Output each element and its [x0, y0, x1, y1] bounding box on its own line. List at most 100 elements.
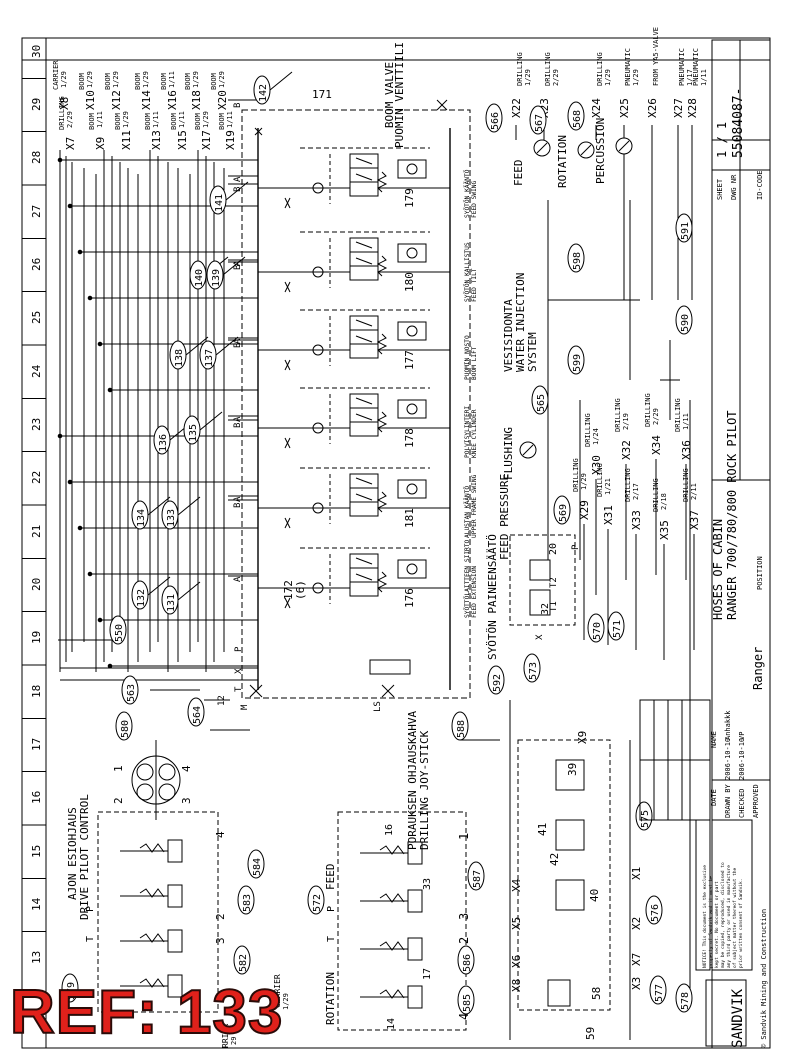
- position-label: POSITION: [756, 556, 764, 590]
- port-a: A: [233, 176, 243, 182]
- relief-valve-sub: (6): [294, 580, 307, 600]
- leader-line: [177, 496, 201, 516]
- throttle-mark: [284, 197, 291, 209]
- joy-p: P: [326, 906, 337, 912]
- connector-page: 1/29: [60, 71, 68, 88]
- sheet-value: 1 / 1: [715, 122, 729, 158]
- valve-58: 58: [590, 987, 603, 1000]
- hose-141-tag: [209, 185, 227, 215]
- leader-line: [147, 496, 171, 516]
- selector-3: 3: [180, 797, 193, 804]
- hose-575-number: 575: [640, 810, 651, 828]
- gauge-hose-number: 568: [572, 110, 583, 128]
- hose-550-tag: [109, 615, 127, 645]
- spool-arrow: [355, 241, 373, 249]
- hose-576-number: 576: [650, 904, 661, 922]
- hose-135-number: 135: [188, 424, 199, 442]
- connector-id: X17: [200, 130, 213, 150]
- section-label-en: UPPER FRAME SWING: [471, 474, 478, 538]
- section-label-fi: SYÖTÖN KÄÄNTÖ: [462, 169, 471, 218]
- hose-580-tag: [115, 711, 133, 741]
- connector-destination: CARRIER: [52, 60, 60, 90]
- gauge-label: FEED: [512, 160, 525, 187]
- connector-destination: PNEUMATIC: [678, 48, 686, 86]
- junction-dot: [87, 571, 93, 577]
- hose-139-tag: [206, 260, 224, 290]
- dwg-label: DWG NR: [730, 174, 738, 200]
- connector-id: X35: [658, 520, 671, 540]
- part-20: 20: [548, 543, 559, 555]
- product-name: Ranger: [751, 647, 765, 690]
- gauge-needle: [580, 144, 592, 156]
- pilot-valve-icon: [407, 889, 423, 913]
- hose-138-number: 138: [174, 349, 185, 367]
- joy-4: 4: [457, 1013, 471, 1020]
- spool-arrow: [355, 335, 373, 343]
- joy-14: 14: [386, 1018, 397, 1030]
- notice-line: kept secret. No document or part: [714, 881, 720, 968]
- hose-582-tag: [233, 945, 251, 975]
- throttle-mark: [284, 281, 291, 293]
- port-a: A: [233, 496, 243, 502]
- hose-591-number: 591: [680, 222, 691, 240]
- leader-line: [185, 336, 209, 356]
- gauge-hose-number: 567: [534, 114, 545, 132]
- gauge-needle: [536, 142, 548, 154]
- connector-id: X10: [84, 90, 97, 110]
- hose-550-number: 550: [114, 624, 125, 642]
- section-label-fi: PUOMIN NOSTO: [464, 335, 471, 380]
- connector-id: X32: [620, 440, 633, 460]
- connector-destination: PNEUMATIC: [624, 48, 632, 86]
- hose-572-tag: [307, 885, 325, 915]
- notice-line: may be copied, reproduced, disclosed to: [720, 862, 726, 968]
- port-a: A: [233, 260, 243, 266]
- hose-587-tag: [467, 861, 485, 891]
- drilling-joystick-fi: PORAUKSEN OHJAUSKAHVA: [406, 711, 419, 850]
- shuttle-valve-icon: [397, 243, 427, 263]
- connector-destination: DRILLING: [572, 458, 580, 492]
- spool-arrow: [355, 413, 373, 421]
- connector-id: X37: [688, 510, 701, 530]
- leader-line: [199, 411, 223, 431]
- hose-591-tag: [675, 213, 693, 243]
- joy-33: 33: [422, 878, 433, 890]
- cabin-connector: X3: [630, 977, 643, 990]
- connector-id: X31: [602, 505, 615, 525]
- hose-133-number: 133: [166, 509, 177, 527]
- x-mark: [254, 127, 263, 136]
- throttle-mark: [284, 517, 291, 529]
- drive-p: P: [85, 906, 96, 912]
- connector-page: 1/24: [592, 428, 600, 445]
- port-x: X: [234, 668, 244, 674]
- connector-destination: DRILLING: [652, 478, 660, 512]
- cabin-connector: X7: [630, 953, 643, 966]
- connector-id: X8: [58, 97, 71, 110]
- hose-598-tag: [567, 243, 585, 273]
- spring-icon: [376, 171, 388, 193]
- grid-number: 23: [30, 418, 43, 431]
- connector-page: 1/11: [682, 413, 690, 430]
- grid-number: 14: [30, 897, 43, 911]
- grid-number: 19: [30, 631, 43, 644]
- hose-585-number: 585: [462, 994, 473, 1012]
- schematic-labels: 131132133134135136137138139140141142X7DR…: [52, 27, 708, 1048]
- drive-4: 4: [214, 831, 227, 838]
- connector-page: 1/11: [700, 69, 708, 86]
- connector-destination: FROM YA5-VALVE: [652, 27, 660, 86]
- spring-icon: [376, 255, 388, 277]
- title-line1: HOSES OF CABIN: [711, 519, 725, 620]
- section-label-fi: ALUSTAN KÄÄNTÖ: [462, 486, 471, 538]
- connector-destination: DRILLING: [596, 463, 604, 497]
- leader-line: [147, 576, 171, 596]
- connector-destination: BOOM: [114, 113, 122, 130]
- pilot-valve-icon: [167, 929, 183, 953]
- cabin-valve-box: [517, 739, 611, 1011]
- connector-page: 1/29: [192, 71, 200, 88]
- title-line2: RANGER 700/780/800 ROCK PILOT: [725, 410, 739, 620]
- spring-icon: [379, 941, 405, 951]
- shuttle-valve-icon: [397, 479, 427, 499]
- junction-dot: [107, 387, 113, 393]
- junction-dot: [57, 433, 63, 439]
